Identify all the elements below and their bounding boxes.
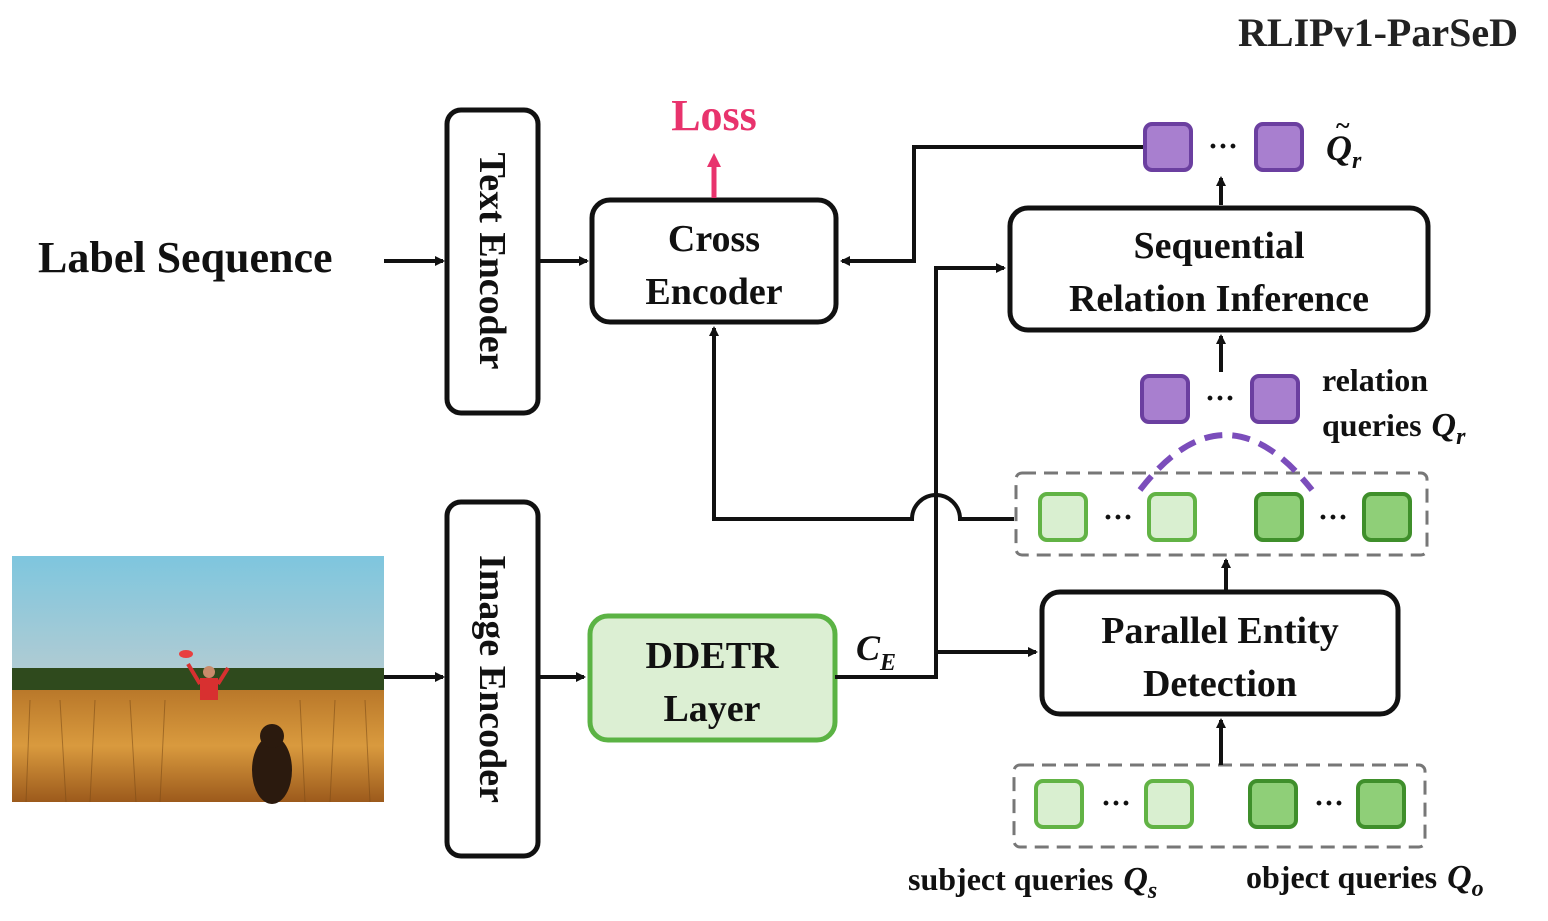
pairing-arc <box>1137 432 1315 492</box>
text-encoder-label: Text Encoder <box>471 152 513 369</box>
diagram-title: RLIPv1-ParSeD <box>1238 10 1518 55</box>
relation-query-token <box>1140 374 1190 424</box>
object-query-token <box>1248 779 1298 829</box>
image-encoder-label: Image Encoder <box>471 555 513 803</box>
cross-encoder-box <box>589 197 839 325</box>
input-photo <box>12 556 384 804</box>
ddetr-to-sri-arrow <box>835 263 1006 679</box>
relation-output-token <box>1143 122 1193 172</box>
ce-symbol: CE <box>856 628 896 676</box>
ellipsis: ··· <box>1208 130 1238 163</box>
object-query-token <box>1356 779 1406 829</box>
relations-to-cross-encoder-arrow <box>840 145 1143 266</box>
ddetr-line2: Layer <box>663 688 760 730</box>
subject-query-token <box>1144 779 1194 829</box>
sri-line1: Sequential <box>1133 225 1304 267</box>
label-sequence-text: Label Sequence <box>38 233 333 282</box>
ellipsis: ··· <box>1103 501 1133 534</box>
relation-output-token <box>1254 122 1304 172</box>
cross-encoder-line1: Cross <box>668 218 760 260</box>
ddetr-line1: DDETR <box>645 635 779 677</box>
ellipsis: ··· <box>1101 787 1131 820</box>
cross-encoder-line2: Encoder <box>645 271 782 313</box>
object-output-token <box>1362 492 1412 542</box>
loss-label: Loss <box>671 91 757 140</box>
sri-line2: Relation Inference <box>1069 278 1369 320</box>
ped-line2: Detection <box>1143 663 1297 705</box>
entity-output-container <box>1014 471 1429 557</box>
ellipsis: ··· <box>1318 501 1348 534</box>
q-r-tilde-symbol: Qr <box>1326 128 1362 174</box>
tilde-accent: ~ <box>1336 111 1350 140</box>
relation-query-token <box>1250 374 1300 424</box>
subject-output-token <box>1038 492 1088 542</box>
ped-line1: Parallel Entity <box>1101 610 1338 652</box>
sequential-relation-inference-box <box>1007 205 1431 333</box>
entities-to-cross-encoder-arrow <box>709 326 1014 521</box>
subject-query-token <box>1034 779 1084 829</box>
object-output-token <box>1254 492 1304 542</box>
ellipsis: ··· <box>1205 382 1235 415</box>
relation-queries-line1: relation <box>1322 362 1428 398</box>
parallel-entity-detection-box <box>1039 589 1401 717</box>
ellipsis: ··· <box>1314 787 1344 820</box>
subject-output-token <box>1147 492 1197 542</box>
